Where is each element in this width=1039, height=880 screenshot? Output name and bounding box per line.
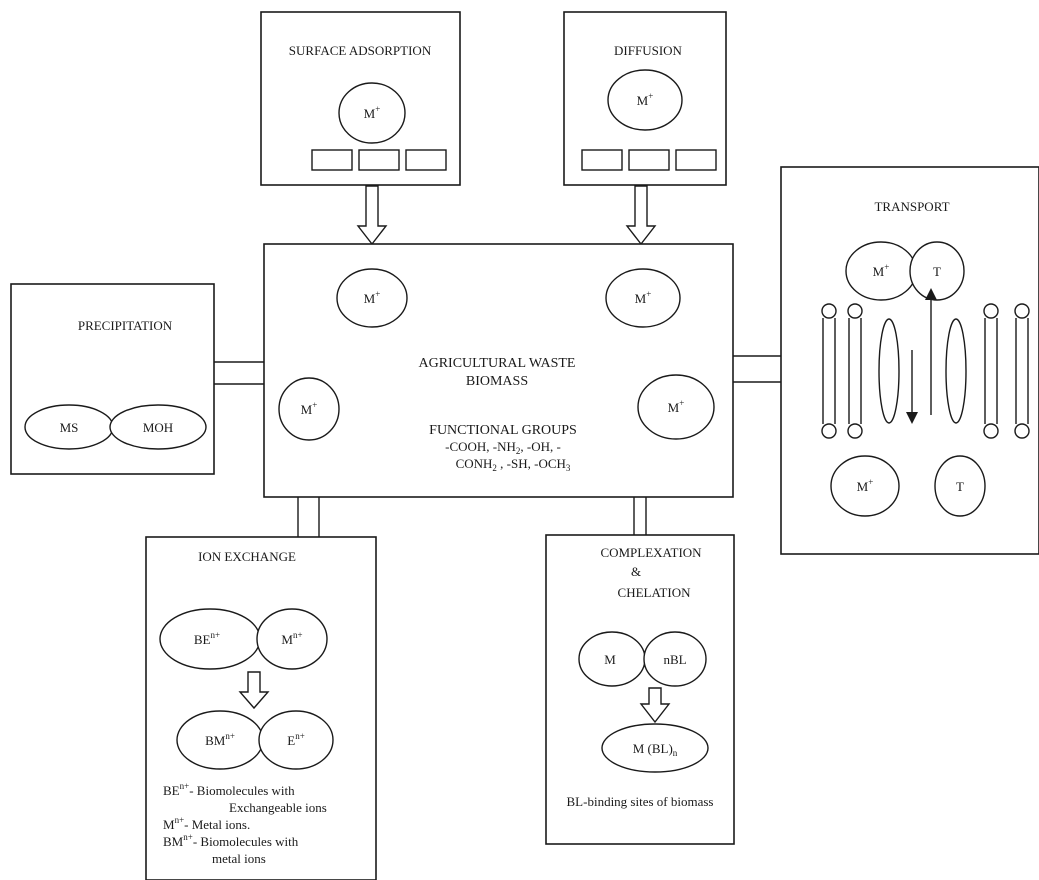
transport-connector xyxy=(733,356,781,382)
surface-adsorption-title: SURFACE ADSORPTION xyxy=(289,43,432,58)
precipitation-moh-label: MOH xyxy=(143,420,173,435)
complexation-legend: BL-binding sites of biomass xyxy=(567,794,714,809)
precipitation-connector xyxy=(214,362,264,384)
precipitation-ms-label: MS xyxy=(60,420,79,435)
ion-exchange-title: ION EXCHANGE xyxy=(198,549,296,564)
diffusion-title: DIFFUSION xyxy=(614,43,683,58)
functional-groups-line1: -COOH, -NH2, -OH, - xyxy=(445,439,561,456)
surface-adsorption-panel: SURFACE ADSORPTION M+ xyxy=(261,12,460,185)
complexation-title-line3: CHELATION xyxy=(618,585,692,600)
complexation-title-line2: & xyxy=(631,564,641,579)
ion-exchange-box xyxy=(146,537,376,880)
channel-protein-left xyxy=(879,319,899,423)
diffusion-panel: DIFFUSION M+ xyxy=(564,12,726,185)
diffusion-site-1 xyxy=(582,150,622,170)
diffusion-arrow xyxy=(627,186,655,244)
transport-box xyxy=(781,167,1039,554)
surface-site-1 xyxy=(312,150,352,170)
surface-site-3 xyxy=(406,150,446,170)
complexation-ligand-label: nBL xyxy=(663,652,686,667)
functional-groups-line2: CONH2 , -SH, -OCH3 xyxy=(456,456,571,473)
complexation-product-label: M (BL)n xyxy=(633,741,678,758)
ion-exchange-legend-line2: Exchangeable ions xyxy=(229,800,327,815)
complexation-panel: COMPLEXATION & CHELATION M nBL M (BL)n B… xyxy=(546,535,734,844)
ion-exchange-connector xyxy=(298,497,319,537)
complexation-title-line1: COMPLEXATION xyxy=(600,545,702,560)
channel-protein-right xyxy=(946,319,966,423)
biomass-title-line2: BIOMASS xyxy=(466,374,528,389)
transport-panel: TRANSPORT M+ T xyxy=(781,167,1039,554)
precipitation-title: PRECIPITATION xyxy=(78,318,173,333)
complexation-connector xyxy=(634,497,646,535)
transport-title: TRANSPORT xyxy=(874,199,949,214)
precipitation-panel: PRECIPITATION MS MOH xyxy=(11,284,214,474)
ion-exchange-panel: ION EXCHANGE BEn+ Mn+ BMn+ En+ BEn+- Bio… xyxy=(146,537,376,880)
diffusion-site-3 xyxy=(676,150,716,170)
biomass-panel: M+ M+ M+ M+ AGRICULTURAL WASTE BIOMASS F… xyxy=(264,244,733,497)
diffusion-site-2 xyxy=(629,150,669,170)
functional-groups-label: FUNCTIONAL GROUPS xyxy=(429,423,577,438)
complexation-metal-label: M xyxy=(604,652,616,667)
surface-site-2 xyxy=(359,150,399,170)
transport-carrier-label-bottom: T xyxy=(956,479,964,494)
surface-adsorption-arrow xyxy=(358,186,386,244)
ion-exchange-legend-line5: metal ions xyxy=(212,851,266,866)
transport-carrier-label-top: T xyxy=(933,264,941,279)
biomass-title-line1: AGRICULTURAL WASTE xyxy=(419,356,576,371)
